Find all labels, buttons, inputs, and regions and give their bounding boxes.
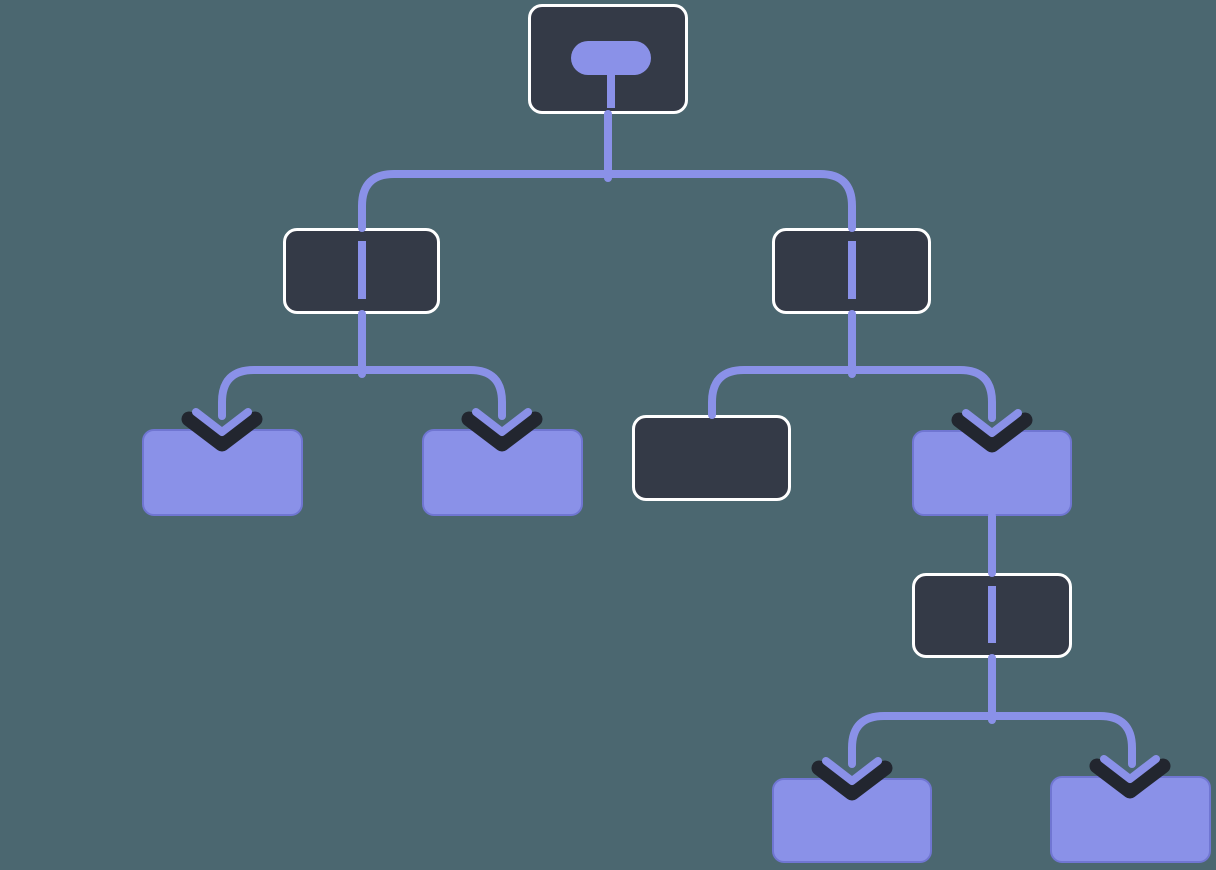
- branch-right-node[interactable]: [772, 228, 931, 314]
- edge-top-split: [358, 170, 856, 232]
- leaf-dark-node[interactable]: [632, 415, 791, 501]
- root-node[interactable]: [528, 4, 688, 114]
- branch-left-node[interactable]: [283, 228, 440, 314]
- mid-purple-node[interactable]: [912, 430, 1072, 516]
- edge-left-split: [218, 366, 506, 420]
- vertical-line-icon: [357, 241, 366, 299]
- vertical-line-icon: [847, 241, 856, 299]
- pill-stem-icon-stem: [607, 71, 615, 108]
- edge-bottom-split: [848, 712, 1136, 768]
- leaf-purple-1-node[interactable]: [142, 429, 303, 516]
- branch-bottom-node[interactable]: [912, 573, 1072, 658]
- edge-right-split: [708, 366, 996, 422]
- vertical-line-icon: [988, 586, 996, 643]
- pill-stem-icon: [571, 41, 651, 75]
- leaf-purple-3-node[interactable]: [772, 778, 932, 863]
- leaf-purple-2-node[interactable]: [422, 429, 583, 516]
- leaf-purple-4-node[interactable]: [1050, 776, 1211, 863]
